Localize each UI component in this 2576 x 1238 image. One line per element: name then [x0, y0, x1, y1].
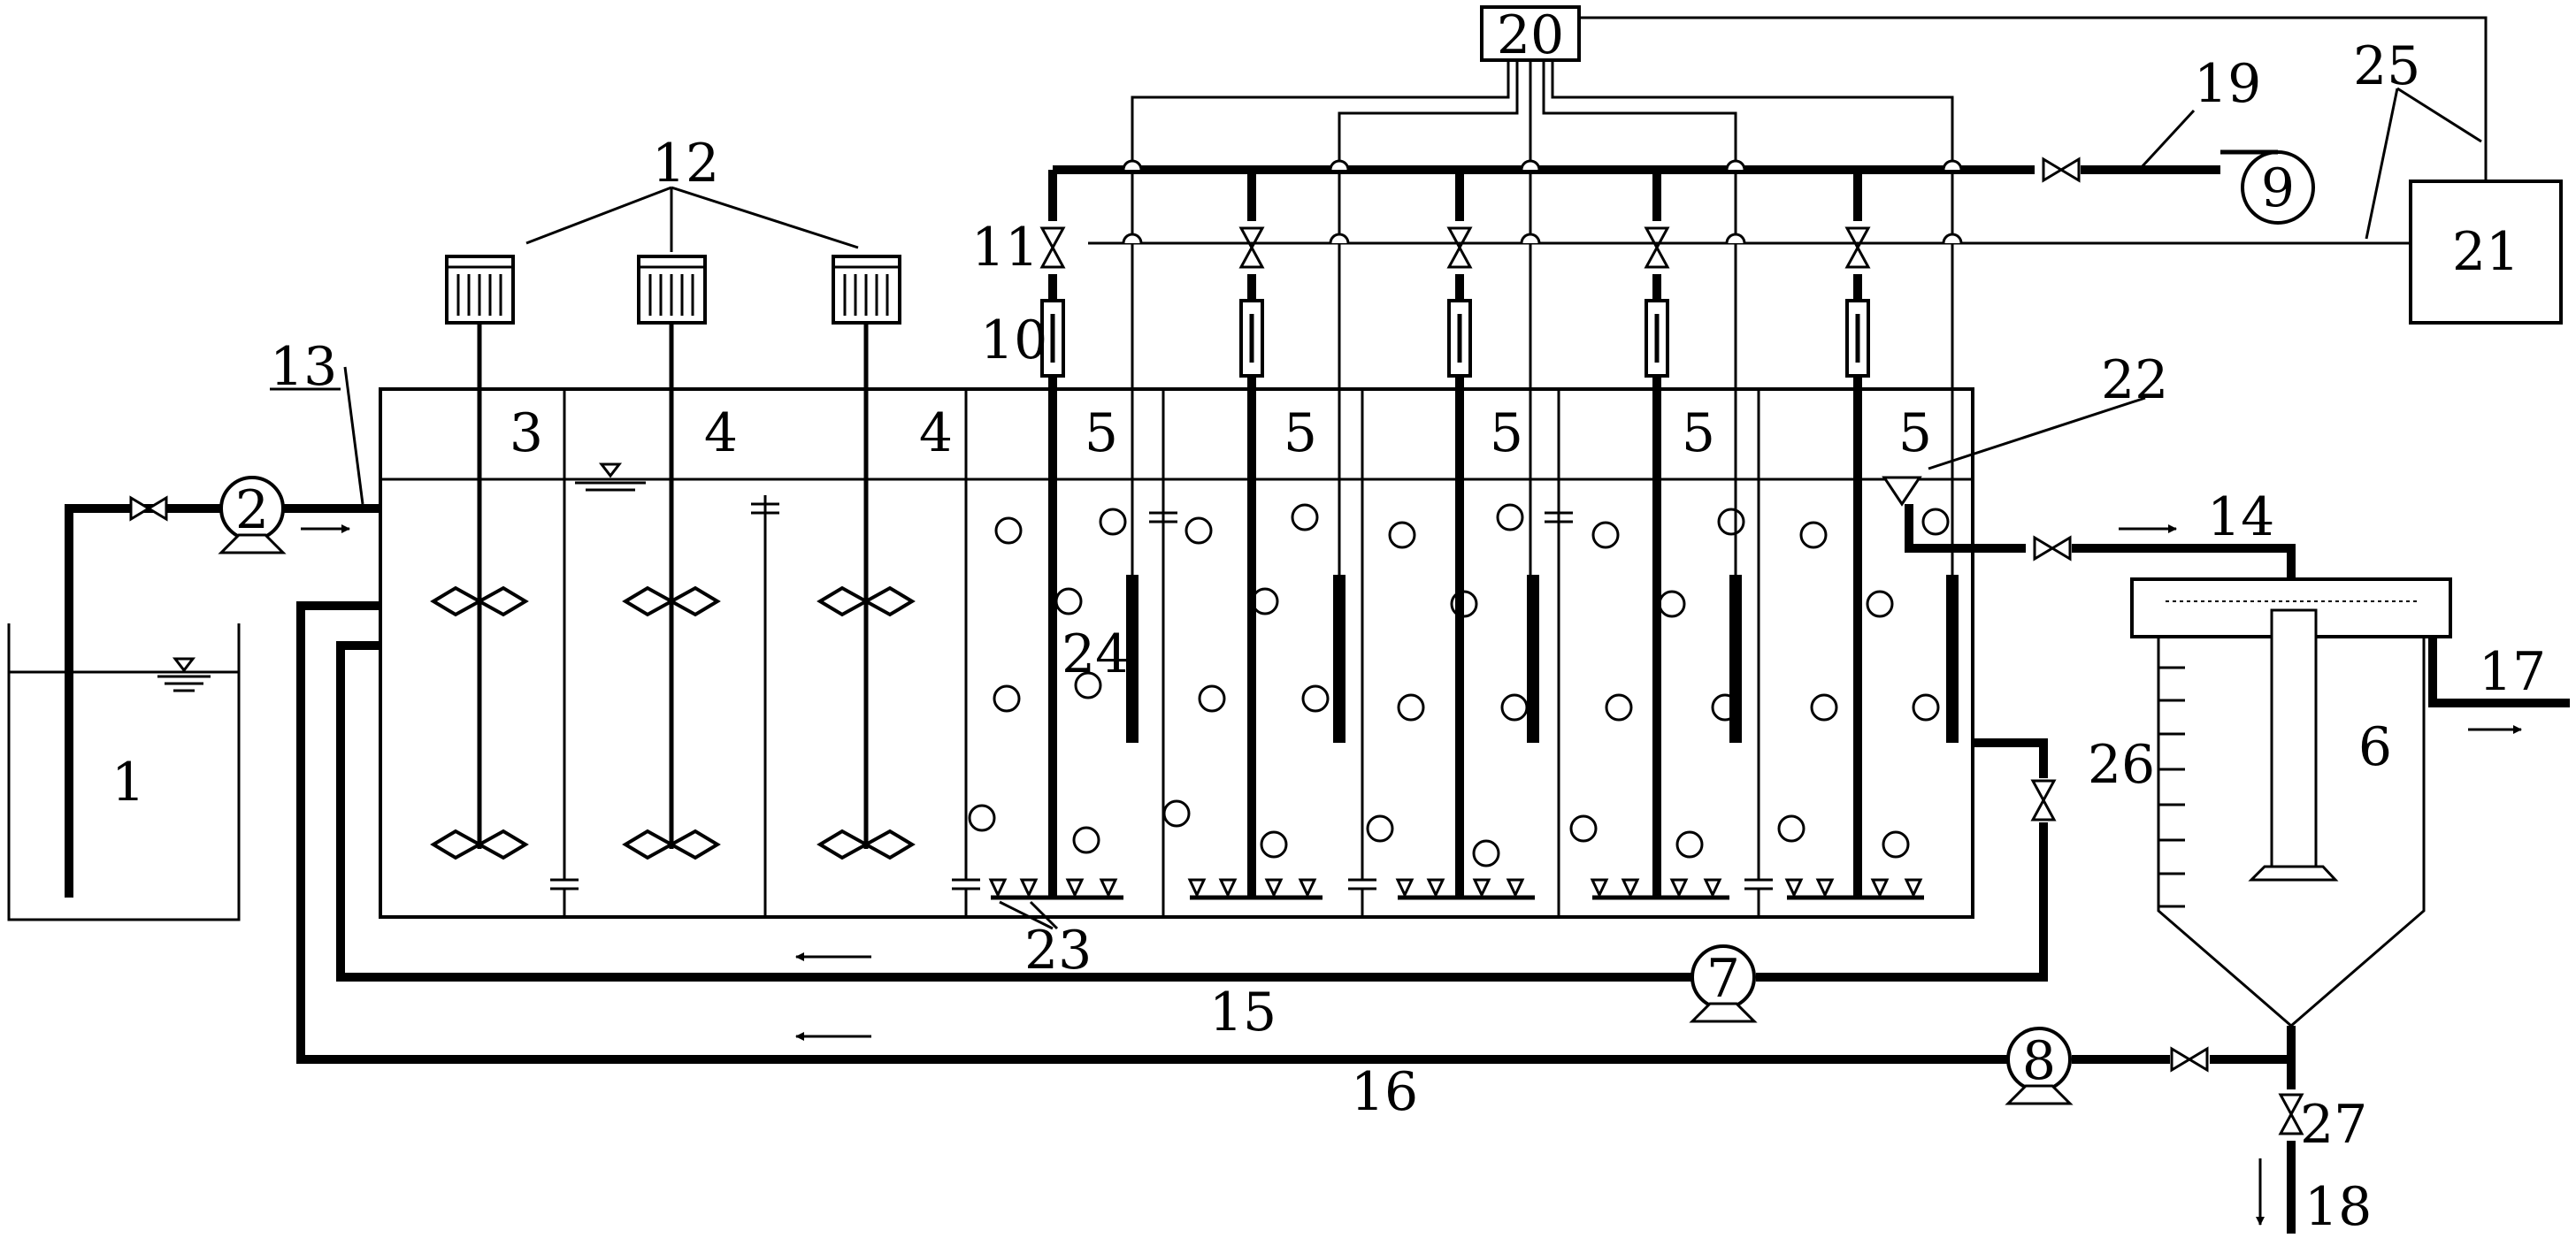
- label-1: 1: [111, 752, 145, 814]
- label-2: 2: [235, 479, 269, 541]
- control-unit[interactable]: 21: [2409, 180, 2563, 325]
- label-5a: 5: [1085, 402, 1118, 464]
- label-12: 12: [652, 133, 719, 195]
- stirrer-1[interactable]: [430, 255, 529, 860]
- label-21: 21: [2452, 221, 2519, 283]
- label-4b: 4: [919, 402, 953, 464]
- label-5e: 5: [1898, 402, 1932, 464]
- air-valve-2-icon[interactable]: [1239, 226, 1264, 269]
- label-16: 16: [1351, 1061, 1418, 1123]
- air-valve-5-icon[interactable]: [1845, 226, 1870, 269]
- sludge-valve-icon[interactable]: [2279, 1093, 2304, 1135]
- clarifier: 6 26: [2088, 577, 2452, 1028]
- label-22: 22: [2101, 349, 2168, 411]
- internal-recycle-pipe-c: [336, 641, 1692, 982]
- air-main-valve-icon[interactable]: [2042, 157, 2081, 182]
- feed-valve-icon[interactable]: [129, 496, 168, 521]
- feed-pump[interactable]: 2: [218, 476, 287, 554]
- label-9: 9: [2261, 157, 2295, 219]
- label-24: 24: [1062, 623, 1129, 685]
- label-7: 7: [1706, 948, 1740, 1010]
- do-probes: [1126, 575, 1959, 743]
- outlet-valve-icon[interactable]: [2033, 536, 2072, 561]
- sludge-return-pump[interactable]: 8: [2005, 1027, 2074, 1105]
- internal-recycle-pump[interactable]: 7: [1689, 944, 1758, 1023]
- air-bubbles: [968, 503, 1950, 867]
- sludge-return-valve-icon[interactable]: [2170, 1047, 2209, 1072]
- air-diffusers: [988, 376, 1924, 900]
- label-5c: 5: [1490, 402, 1523, 464]
- label-8: 8: [2022, 1030, 2056, 1092]
- controller[interactable]: 20: [1480, 4, 1581, 66]
- feed-tank: 1: [7, 623, 241, 921]
- label-3: 3: [510, 402, 543, 464]
- internal-recycle-pipe-a: [1973, 738, 2048, 778]
- label-5b: 5: [1284, 402, 1317, 464]
- reactor-partitions: [550, 389, 1773, 917]
- stirrer-3[interactable]: [816, 255, 916, 860]
- air-valve-1-icon[interactable]: [1040, 226, 1065, 269]
- recycle-valve-icon[interactable]: [2031, 779, 2056, 822]
- effluent-pipe: [2428, 637, 2570, 707]
- stirrers: [430, 255, 916, 860]
- label-26: 26: [2088, 734, 2155, 796]
- label-23: 23: [1024, 920, 1092, 982]
- label-6: 6: [2358, 716, 2392, 778]
- scale-ticks: [2158, 666, 2185, 908]
- air-valve-3-icon[interactable]: [1447, 226, 1472, 269]
- overflow-weir-icon: [1882, 476, 1922, 507]
- internal-recycle-pipe-b: [1756, 822, 2048, 982]
- label-10: 10: [980, 310, 1047, 371]
- reactor-water-level-icon: [575, 462, 646, 492]
- label-14: 14: [2207, 486, 2274, 548]
- label-15: 15: [1209, 982, 1276, 1043]
- flowmeters: [1040, 299, 1870, 378]
- reactor-tank: [379, 387, 1974, 919]
- signal-lines: [1088, 16, 2488, 579]
- label-13: 13: [270, 336, 337, 398]
- label-20: 20: [1497, 4, 1564, 66]
- label-5d: 5: [1682, 402, 1715, 464]
- blower[interactable]: 9: [2220, 149, 2315, 225]
- label-18: 18: [2304, 1176, 2372, 1238]
- aeration-header: [1048, 165, 2035, 301]
- label-11: 11: [971, 217, 1039, 279]
- water-level-icon: [157, 657, 211, 692]
- label-19: 19: [2194, 53, 2261, 115]
- label-25: 25: [2353, 35, 2420, 97]
- sludge-return-pipe-c: [296, 601, 2008, 1064]
- label-17: 17: [2479, 641, 2546, 703]
- air-valve-4-icon[interactable]: [1644, 226, 1669, 269]
- stirrer-2[interactable]: [622, 255, 721, 860]
- label-4a: 4: [704, 402, 738, 464]
- label-27: 27: [2300, 1094, 2367, 1156]
- feed-pipe: [65, 504, 221, 898]
